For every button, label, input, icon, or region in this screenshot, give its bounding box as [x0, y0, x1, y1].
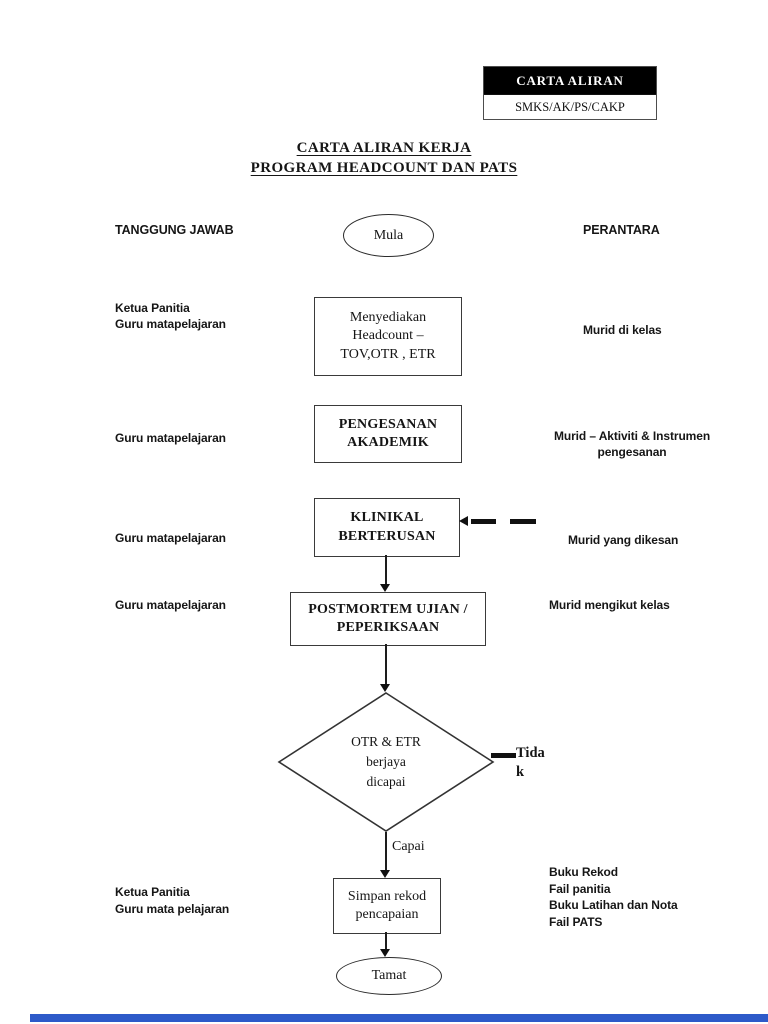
process-box-pengesanan-akademik: PENGESANAN AKADEMIK	[314, 405, 462, 463]
process-box-simpan-rekod: Simpan rekod pencapaian	[333, 878, 441, 934]
page-title: CARTA ALIRAN KERJA PROGRAM HEADCOUNT DAN…	[0, 138, 768, 178]
start-label: Mula	[373, 227, 404, 243]
dashed-arrow-left-icon	[459, 516, 468, 526]
connector-line	[385, 644, 387, 684]
column-header-perantara: PERANTARA	[583, 223, 660, 237]
no-branch-label: Tida k	[516, 745, 545, 780]
perantara-row-3: Murid yang dikesan	[568, 533, 679, 547]
perantara-row-2: Murid – Aktiviti & Instrumen pengesanan	[553, 429, 711, 459]
decision-label: OTR & ETR berjaya dicapai	[351, 733, 421, 790]
page-title-line2: PROGRAM HEADCOUNT DAN PATS	[250, 160, 518, 176]
page-title-line1: CARTA ALIRAN KERJA	[296, 140, 472, 156]
responsibility-row-1: Ketua Panitia Guru matapelajaran	[115, 301, 226, 331]
arrow-down-icon	[380, 584, 390, 592]
connector-line	[385, 832, 387, 870]
process-box-postmortem: POSTMORTEM UJIAN / PEPERIKSAAN	[290, 592, 486, 646]
decision-diamond	[277, 692, 495, 832]
start-terminator: Mula	[343, 214, 434, 257]
dashed-arrow-segment	[471, 519, 496, 524]
responsibility-row-2: Guru matapelajaran	[115, 431, 226, 445]
stamp-title: CARTA ALIRAN	[484, 67, 656, 94]
perantara-row-1: Murid di kelas	[583, 323, 662, 337]
dashed-arrow-segment	[510, 519, 536, 524]
yes-branch-label: Capai	[392, 839, 425, 854]
connector-line	[385, 555, 387, 584]
process-box-menyediakan-headcount: Menyediakan Headcount – TOV,OTR , ETR	[314, 297, 462, 376]
no-branch-line	[491, 753, 516, 758]
step1-label: Menyediakan Headcount – TOV,OTR , ETR	[340, 310, 436, 362]
perantara-row-4: Murid mengikut kelas	[549, 598, 670, 612]
perantara-row-5: Buku Rekod Fail panitia Buku Latihan dan…	[549, 865, 678, 929]
responsibility-row-3: Guru matapelajaran	[115, 531, 226, 545]
arrow-down-icon	[380, 870, 390, 878]
step3-label: KLINIKAL BERTERUSAN	[338, 510, 436, 544]
connector-line	[385, 932, 387, 949]
stamp-code: SMKS/AK/PS/CAKP	[484, 94, 656, 119]
arrow-down-icon	[380, 684, 390, 692]
end-terminator: Tamat	[336, 957, 442, 995]
step2-label: PENGESANAN AKADEMIK	[338, 416, 438, 450]
end-label: Tamat	[371, 968, 407, 983]
step5-label: Simpan rekod pencapaian	[347, 888, 427, 922]
column-header-tanggung-jawab: TANGGUNG JAWAB	[115, 223, 234, 237]
responsibility-row-4: Guru matapelajaran	[115, 598, 226, 612]
bottom-accent-bar	[30, 1014, 768, 1022]
stamp-box: CARTA ALIRAN SMKS/AK/PS/CAKP	[483, 66, 657, 120]
step4-label: POSTMORTEM UJIAN / PEPERIKSAAN	[308, 601, 468, 635]
process-box-klinikal-berterusan: KLINIKAL BERTERUSAN	[314, 498, 460, 557]
responsibility-row-5: Ketua Panitia Guru mata pelajaran	[115, 885, 230, 916]
arrow-down-icon	[380, 949, 390, 957]
